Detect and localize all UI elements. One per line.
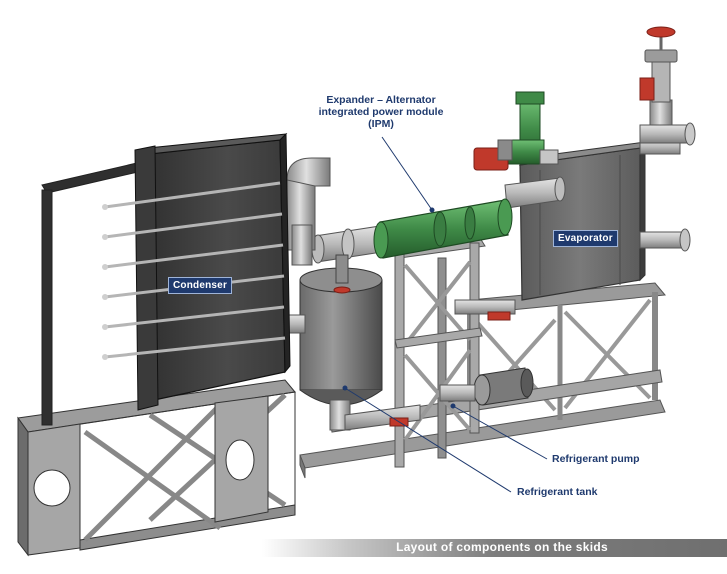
center-support-tower	[394, 237, 486, 468]
ipm-leader	[381, 136, 433, 211]
refrigerant-tank	[280, 254, 421, 431]
ipm-module	[373, 91, 559, 259]
caption-bar: Layout of components on the skids	[262, 539, 727, 557]
condenser-unit	[41, 132, 291, 426]
condenser-label: Condenser	[168, 277, 233, 294]
main-steam-pipe	[286, 157, 566, 266]
evaporator-label: Evaporator	[553, 230, 618, 247]
ipm-callout: Expander – Alternator integrated power m…	[316, 94, 446, 130]
ipm-label-line1: Expander – Alternator	[326, 94, 436, 106]
leader-lines	[342, 136, 548, 493]
refrigerant-pump-label: Refrigerant pump	[552, 453, 640, 465]
figure-caption: Layout of components on the skids	[396, 540, 608, 554]
refrigerant-pump	[389, 299, 534, 427]
left-skid-frame	[17, 379, 296, 557]
evaporator-control-valve	[639, 26, 696, 146]
ipm-label-line2: integrated power module	[318, 106, 444, 118]
pump-leader	[452, 405, 548, 460]
ipm-label-line3: (IPM)	[368, 118, 394, 130]
tank-leader	[344, 387, 512, 493]
refrigerant-tank-label: Refrigerant tank	[517, 486, 598, 498]
